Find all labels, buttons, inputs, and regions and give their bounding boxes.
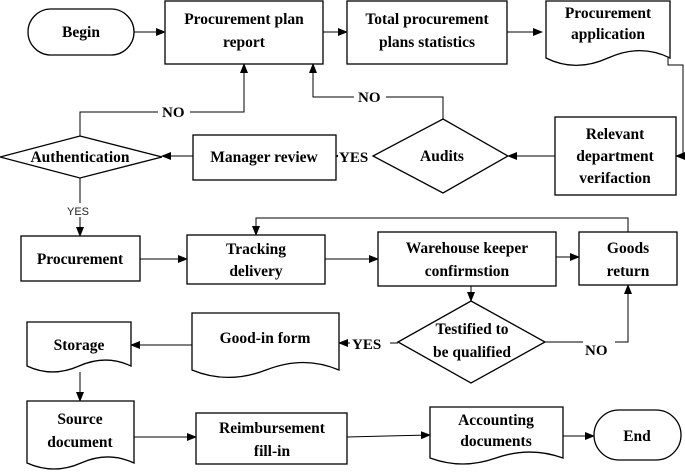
node-accounting-line2: documents <box>460 433 531 450</box>
node-verification-line2: department <box>576 148 654 165</box>
node-good-in-form-label: Good-in form <box>220 330 311 347</box>
node-testified-decision: Testified to be qualified <box>396 300 547 384</box>
node-good-in-form: Good-in form <box>191 312 340 379</box>
node-accounting-line1: Accounting <box>458 412 534 429</box>
node-goods-return-line1: Goods <box>607 240 649 257</box>
node-relevant-department-verification: Relevant department verifaction <box>554 116 677 196</box>
node-goods-return-line2: return <box>607 263 650 280</box>
edge-label-testified-no: NO <box>585 343 608 359</box>
node-total-procurement-statistics: Total procurement plans statistics <box>346 0 508 65</box>
node-authentication-decision: Authentication <box>0 135 163 179</box>
node-reimbursement-line2: fill-in <box>254 443 291 460</box>
node-begin: Begin <box>27 8 135 56</box>
edge-labels: NO NO YES YES YES NO <box>66 88 615 359</box>
node-manager-review-label: Manager review <box>210 149 318 166</box>
node-plan-report-line2: report <box>223 34 266 51</box>
node-tracking-line1: Tracking <box>226 241 286 258</box>
node-statistics-line2: plans statistics <box>379 34 475 51</box>
node-manager-review: Manager review <box>192 134 337 181</box>
edge-reimbursement-to-accounting <box>346 431 431 440</box>
node-end: End <box>593 409 682 461</box>
node-end-label: End <box>623 428 651 445</box>
node-warehouse-line1: Warehouse keeper <box>406 240 529 257</box>
node-source-document-line2: document <box>47 434 113 451</box>
node-plan-report-line1: Procurement plan <box>184 11 304 28</box>
node-verification-line3: verifaction <box>579 170 651 187</box>
node-storage: Storage <box>26 321 132 373</box>
node-application-line1: Procurement <box>565 5 652 22</box>
edge-label-auth-no: NO <box>162 105 185 121</box>
node-reimbursement-fill-in: Reimbursement fill-in <box>195 412 348 465</box>
node-source-document-line1: Source <box>57 411 102 428</box>
node-audits-label: Audits <box>420 148 464 165</box>
node-accounting-documents: Accounting documents <box>429 406 564 465</box>
node-procurement-label: Procurement <box>37 251 124 268</box>
edge-application-to-verification <box>667 58 685 160</box>
node-procurement-plan-report: Procurement plan report <box>164 0 324 65</box>
node-tracking-line2: delivery <box>229 263 283 280</box>
edge-label-testified-yes: YES <box>352 337 381 353</box>
node-begin-label: Begin <box>62 24 100 41</box>
node-statistics-line1: Total procurement <box>365 11 489 28</box>
node-goods-return: Goods return <box>578 231 678 286</box>
edge-goods-return-to-tracking <box>252 217 629 236</box>
node-verification-line1: Relevant <box>586 126 645 143</box>
node-procurement-application: Procurement application <box>545 0 671 67</box>
edge-label-audits-no: NO <box>358 90 381 106</box>
node-source-document: Source document <box>26 400 135 470</box>
node-procurement: Procurement <box>20 235 141 282</box>
node-audits-decision: Audits <box>371 118 510 194</box>
edge-testified-no-to-goods-return <box>545 284 632 343</box>
edge-label-auth-yes: YES <box>67 206 89 218</box>
edge-label-audits-yes: YES <box>339 150 368 166</box>
node-testified-line2: be qualified <box>433 344 511 361</box>
edge-authentication-no-to-plan-report <box>79 63 248 136</box>
node-testified-line1: Testified to <box>435 321 508 338</box>
node-warehouse-keeper-confirmation: Warehouse keeper confirmstion <box>377 231 557 287</box>
node-application-line2: application <box>571 26 645 43</box>
node-tracking-delivery: Tracking delivery <box>186 234 326 285</box>
node-warehouse-line2: confirmstion <box>425 263 510 280</box>
node-storage-label: Storage <box>54 337 105 354</box>
node-authentication-label: Authentication <box>30 149 129 166</box>
node-reimbursement-line1: Reimbursement <box>219 420 326 437</box>
